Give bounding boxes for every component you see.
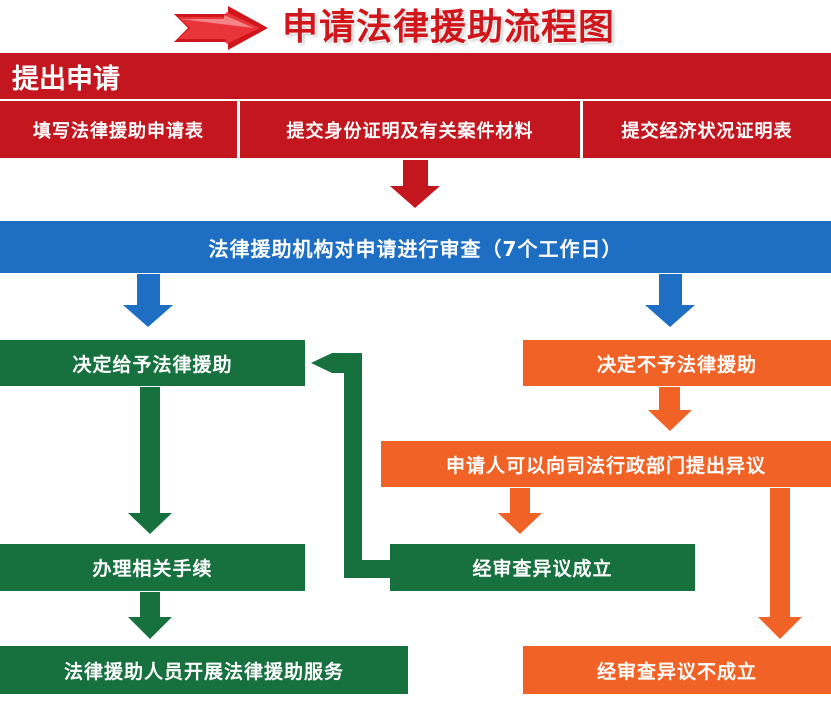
apply-item-form: 填写法律援助申请表 [0,101,237,158]
objection-valid-box: 经审查异议成立 [390,544,695,591]
page-title: 申请法律援助流程图 [282,7,616,48]
arrow-review-to-deny [645,274,695,327]
procedures-box: 办理相关手续 [0,544,305,591]
review-bar: 法律援助机构对申请进行审查（7个工作日） [0,221,831,273]
apply-item-documents: 提交身份证明及有关案件材料 [240,101,580,158]
arrow-deny-to-objection [648,387,692,431]
deny-aid-box: 决定不予法律援助 [523,340,831,386]
objection-box: 申请人可以向司法行政部门提出异议 [381,441,831,487]
arrow-grant-to-procedures [128,387,172,534]
title-arrow-icon [174,6,268,50]
arrow-apply-to-review [390,160,440,208]
arrow-valid-to-grant [311,353,390,578]
grant-aid-box: 决定给予法律援助 [0,340,305,386]
legal-service-box: 法律援助人员开展法律援助服务 [0,646,408,694]
apply-header: 提出申请 [0,53,831,99]
arrow-procedures-to-service [128,592,172,639]
arrow-objection-to-invalid [758,488,802,639]
objection-invalid-box: 经审查异议不成立 [523,646,831,694]
arrow-objection-to-valid [498,488,542,534]
arrow-review-to-grant [123,274,173,327]
apply-item-finance: 提交经济状况证明表 [583,101,831,158]
